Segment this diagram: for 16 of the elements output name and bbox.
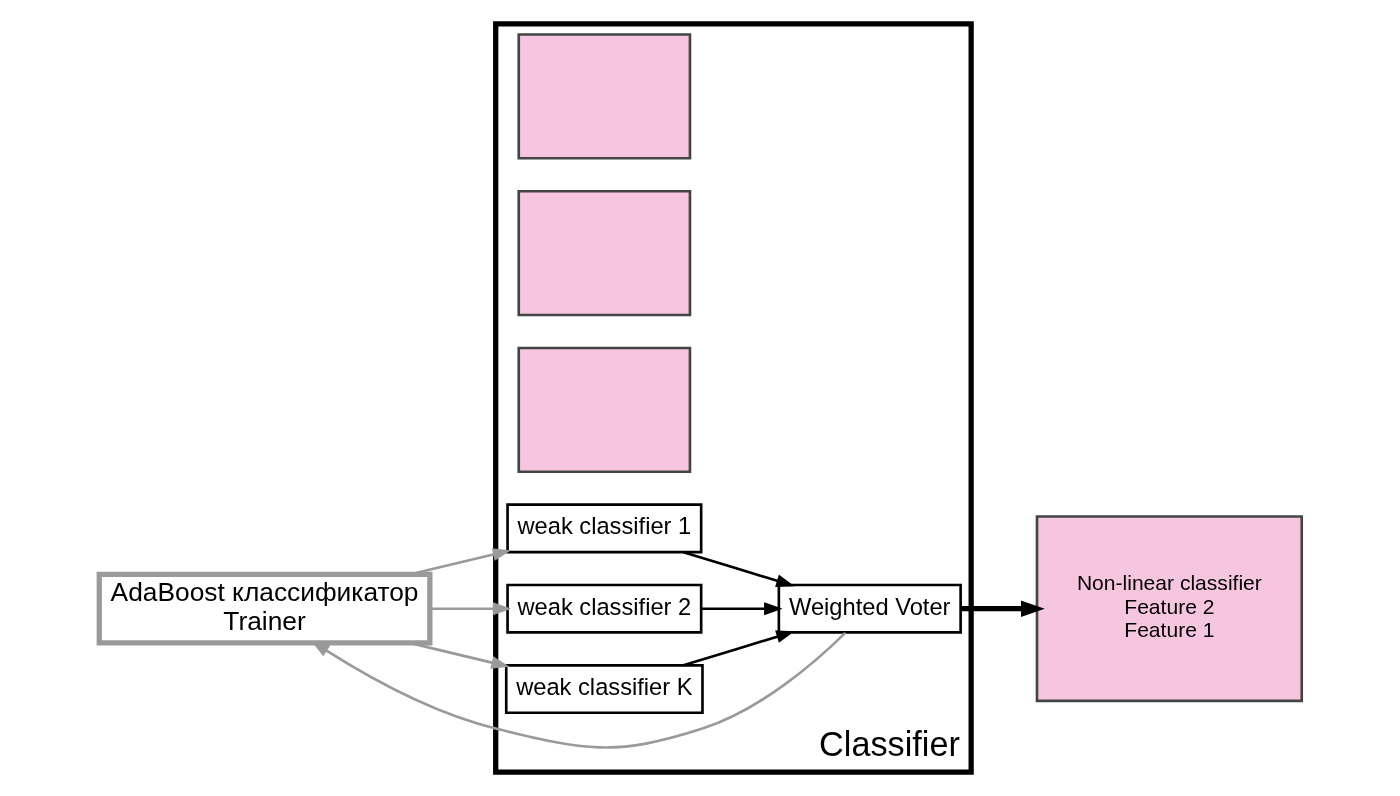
node-box: [516, 189, 691, 317]
node-box: weak classifier 2: [505, 583, 702, 634]
arrow: [682, 630, 795, 667]
arrow: [409, 548, 511, 576]
node-box: weak classifier K: [504, 664, 704, 715]
arrow: [700, 602, 783, 616]
node-box: Weighted Voter: [777, 583, 962, 634]
node-box: Non-linear classifier Feature 2 Feature 1: [1035, 515, 1303, 703]
arrow: [960, 600, 1045, 618]
node-box: weak classifier 1: [505, 503, 702, 554]
node-box: [516, 33, 691, 160]
node-box: AdaBoost классификатор Trainer: [96, 571, 432, 646]
arrow: [409, 641, 510, 669]
arrow: [429, 602, 511, 616]
arrow: [682, 550, 795, 587]
node-box: [516, 346, 691, 474]
